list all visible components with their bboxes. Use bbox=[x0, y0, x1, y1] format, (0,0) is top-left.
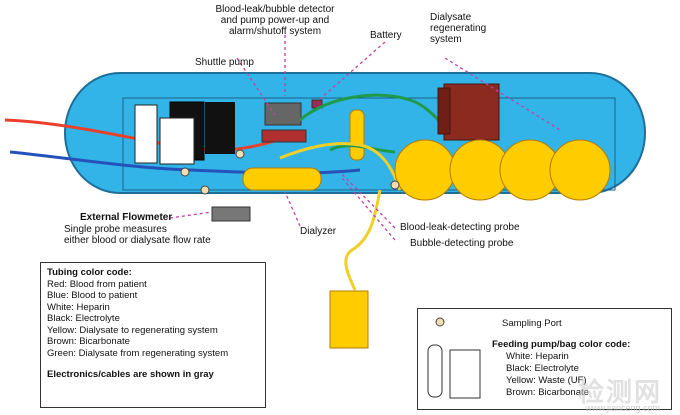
feeding-legend: Sampling Port Feeding pump/bag color cod… bbox=[417, 308, 672, 410]
heparin-bag bbox=[134, 104, 158, 164]
tubing-legend: Tubing color code: Red: Blood from patie… bbox=[40, 262, 266, 408]
sampling-port-1 bbox=[180, 167, 190, 177]
feeding-legend-item: Black: Electrolyte bbox=[506, 363, 579, 374]
bicarbonate-bag bbox=[443, 83, 500, 141]
pump-module bbox=[205, 102, 235, 154]
label-shuttle-pump: Shuttle pump bbox=[195, 57, 254, 68]
regenerating-canister-4 bbox=[549, 139, 611, 201]
label-dialysate-regenerating: Dialysate regenerating system bbox=[430, 12, 487, 45]
tubing-legend-item: Yellow: Dialysate to regenerating system bbox=[47, 324, 218, 336]
feeding-legend-item: Brown: Bicarbonate bbox=[506, 387, 589, 398]
bicarbonate-bag-tab bbox=[437, 87, 451, 135]
regenerating-canister-1 bbox=[394, 139, 456, 201]
tubing-legend-item: Blue: Blood to patient bbox=[47, 290, 138, 301]
electrolyte-bag-front bbox=[159, 117, 195, 165]
callout-blood-leak bbox=[339, 171, 396, 229]
legend-tall-bag-icon bbox=[427, 344, 443, 398]
label-blood-leak-probe: Blood-leak-detecting probe bbox=[400, 222, 520, 233]
feeding-legend-title: Feeding pump/bag color code: bbox=[492, 339, 631, 350]
tubing-legend-item: White: Heparin bbox=[47, 301, 110, 313]
yellow-tube-to-regenerating bbox=[279, 142, 402, 291]
waste-bag bbox=[329, 290, 369, 349]
dialyzer bbox=[242, 167, 322, 191]
tubing-legend-title: Tubing color code: bbox=[47, 267, 132, 278]
label-battery: Battery bbox=[370, 30, 402, 41]
watermark-url: www.jianceng.com bbox=[585, 403, 660, 413]
sampling-port-4 bbox=[390, 180, 400, 190]
callout-flowmeter bbox=[169, 211, 213, 219]
sampling-port-3 bbox=[200, 185, 210, 195]
watermark: 检测网 bbox=[577, 377, 662, 407]
label-external-flowmeter-title: External Flowmeter bbox=[80, 212, 173, 223]
inner-panel bbox=[122, 97, 616, 191]
feeding-legend-item: Yellow: Waste (UF) bbox=[506, 375, 587, 386]
tubing-legend-item: Red: Blood from patient bbox=[47, 278, 147, 290]
feeding-legend-item: White: Heparin bbox=[506, 351, 569, 362]
tubing-legend-item: Brown: Bicarbonate bbox=[47, 336, 130, 347]
feeding-legend-sampling-port: Sampling Port bbox=[502, 318, 562, 329]
callout-dialyzer bbox=[284, 191, 301, 227]
tubing-legend-item: Green: Dialysate from regenerating syste… bbox=[47, 347, 229, 359]
tubing-legend-footer: Electronics/cables are shown in gray bbox=[47, 369, 214, 380]
callout-bubble bbox=[341, 177, 396, 241]
callout-regenerating bbox=[444, 57, 561, 131]
legend-bag-icon bbox=[449, 349, 481, 399]
shuttle-pump bbox=[264, 102, 302, 126]
label-dialyzer: Dialyzer bbox=[300, 226, 337, 237]
yellow-column bbox=[349, 109, 365, 161]
external-flowmeter bbox=[211, 206, 251, 222]
callout-lines bbox=[169, 35, 561, 241]
label-bubble-probe: Bubble-detecting probe bbox=[410, 238, 514, 249]
label-external-flowmeter-desc: Single probe measures either blood or di… bbox=[64, 224, 211, 246]
sampling-port-2 bbox=[235, 149, 245, 159]
shuttle-pump-lower bbox=[261, 129, 307, 143]
callout-battery bbox=[319, 41, 386, 100]
tubing-legend-item: Black: Electrolyte bbox=[47, 313, 120, 324]
legend-sampling-port-icon bbox=[435, 317, 445, 327]
label-blood-leak-detector: Blood-leak/bubble detector and pump powe… bbox=[215, 4, 335, 37]
